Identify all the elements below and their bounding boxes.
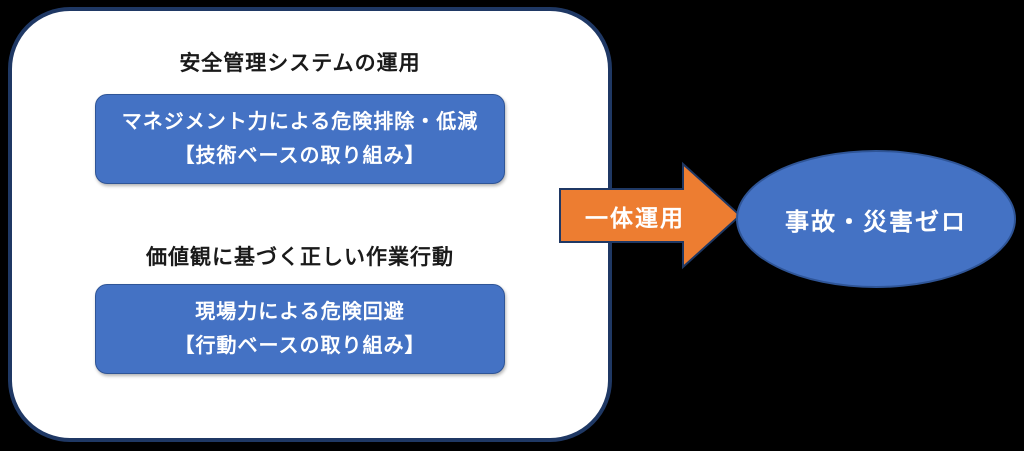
group1-heading: 安全管理システムの運用 <box>179 52 421 75</box>
group2-box-line1: 現場力による危険回避 <box>195 301 405 323</box>
group1-box: マネジメント力による危険排除・低減 【技術ベースの取り組み】 <box>95 94 505 184</box>
group1-box-line1: マネジメント力による危険排除・低減 <box>121 111 479 133</box>
group1-box-line2: 【技術ベースの取り組み】 <box>174 145 426 167</box>
group2-box: 現場力による危険回避 【行動ベースの取り組み】 <box>95 284 505 374</box>
goal-label: 事故・災害ゼロ <box>785 208 967 236</box>
group2-box-line2: 【行動ベースの取り組み】 <box>174 335 426 357</box>
safety-activities-container: 安全管理システムの運用 マネジメント力による危険排除・低減 【技術ベースの取り組… <box>8 7 612 442</box>
goal-ellipse: 事故・災害ゼロ <box>736 150 1016 288</box>
arrow-label: 一体運用 <box>585 204 685 231</box>
group2-heading: 価値観に基づく正しい作業行動 <box>146 246 454 269</box>
right-arrow-icon <box>559 161 742 270</box>
